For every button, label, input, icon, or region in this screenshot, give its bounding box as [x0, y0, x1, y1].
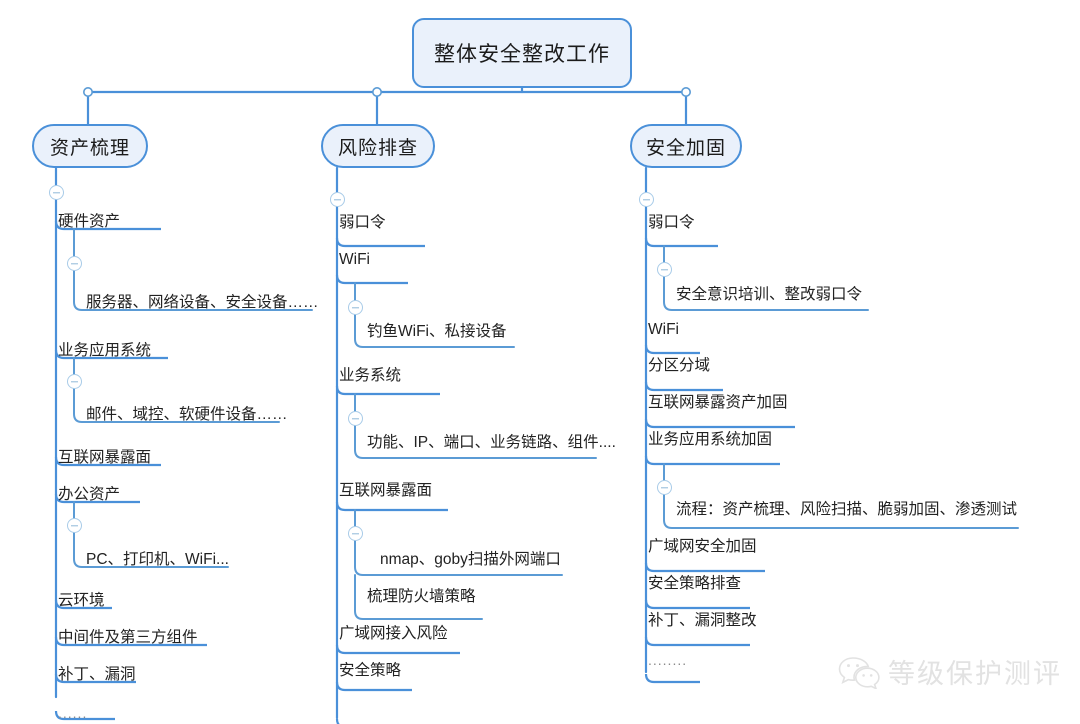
leaf-label: 补丁、漏洞整改 — [648, 612, 757, 629]
leaf-label: 广域网接入风险 — [339, 625, 448, 642]
collapse-toggle-risk-root[interactable] — [330, 192, 345, 207]
list-item[interactable]: 服务器、网络设备、安全设备…… — [86, 295, 319, 311]
collapse-toggle-asset-root[interactable] — [49, 185, 64, 200]
list-item[interactable]: 钓鱼WiFi、私接设备 — [367, 324, 507, 340]
list-item[interactable]: 弱口令 — [339, 215, 386, 231]
list-item[interactable]: 补丁、漏洞整改 — [648, 613, 757, 629]
branch-node-harden[interactable]: 安全加固 — [630, 124, 742, 168]
collapse-toggle-harden-root[interactable] — [639, 192, 654, 207]
leaf-label: PC、打印机、WiFi... — [86, 551, 229, 568]
leaf-label: 弱口令 — [648, 214, 695, 231]
list-item[interactable]: 广域网安全加固 — [648, 539, 757, 555]
leaf-label: ........ — [648, 652, 688, 668]
list-item[interactable]: 安全策略 — [339, 663, 401, 679]
wechat-icon — [838, 655, 880, 689]
root-node-label: 整体安全整改工作 — [434, 43, 610, 66]
collapse-toggle-risk-wifi[interactable] — [348, 300, 363, 315]
list-item[interactable]: nmap、goby扫描外网端口 — [380, 552, 561, 568]
leaf-label: ...... — [339, 713, 369, 724]
leaf-label: ...... — [58, 705, 88, 721]
list-item[interactable]: 互联网暴露资产加固 — [648, 395, 788, 411]
list-item[interactable]: 广域网接入风险 — [339, 626, 448, 642]
collapse-toggle-asset-office[interactable] — [67, 518, 82, 533]
collapse-toggle-asset-business[interactable] — [67, 374, 82, 389]
list-item[interactable]: 功能、IP、端口、业务链路、组件.... — [367, 435, 616, 451]
leaf-label: nmap、goby扫描外网端口 — [380, 551, 561, 568]
list-item-ellipsis[interactable]: ...... — [58, 706, 87, 720]
list-item[interactable]: 硬件资产 — [58, 214, 120, 230]
list-item[interactable]: 业务系统 — [339, 368, 401, 384]
list-item[interactable]: 补丁、漏洞 — [58, 667, 136, 683]
collapse-toggle-asset-hardware[interactable] — [67, 256, 82, 271]
branch-node-risk[interactable]: 风险排查 — [321, 124, 435, 168]
list-item[interactable]: 流程：资产梳理、风险扫描、脆弱加固、渗透测试 — [676, 502, 1017, 518]
list-item[interactable]: 办公资产 — [58, 487, 120, 503]
leaf-label: 流程：资产梳理、风险扫描、脆弱加固、渗透测试 — [676, 501, 1018, 518]
collapse-toggle-harden-appsys[interactable] — [657, 480, 672, 495]
list-item[interactable]: WiFi — [648, 322, 679, 338]
leaf-label: 互联网暴露资产加固 — [648, 394, 788, 411]
list-item[interactable]: 弱口令 — [648, 215, 695, 231]
leaf-label: 业务应用系统加固 — [648, 431, 773, 448]
leaf-label: 安全意识培训、整改弱口令 — [676, 286, 863, 303]
list-item[interactable]: 分区分域 — [648, 358, 710, 374]
list-item[interactable]: 云环境 — [58, 593, 105, 609]
branch-node-harden-label: 安全加固 — [645, 137, 726, 159]
leaf-label: 互联网暴露面 — [339, 482, 433, 499]
leaf-label: 中间件及第三方组件 — [58, 629, 198, 646]
watermark: 等级保护测评 — [838, 652, 1062, 691]
watermark-label: 等级保护测评 — [888, 659, 1062, 689]
branch-node-risk-label: 风险排查 — [337, 137, 418, 159]
leaf-label: 梳理防火墙策略 — [367, 588, 476, 605]
leaf-label: WiFi — [648, 321, 679, 338]
list-item[interactable]: 梳理防火墙策略 — [367, 589, 476, 605]
list-item[interactable]: 业务应用系统 — [58, 343, 151, 359]
leaf-label: 分区分域 — [648, 357, 711, 374]
root-node[interactable]: 整体安全整改工作 — [412, 18, 632, 88]
list-item[interactable]: 业务应用系统加固 — [648, 432, 772, 448]
list-item[interactable]: 安全策略排查 — [648, 576, 741, 592]
list-item[interactable]: PC、打印机、WiFi... — [86, 552, 229, 568]
list-item[interactable]: 邮件、域控、软硬件设备…… — [86, 407, 288, 423]
leaf-label: 办公资产 — [58, 486, 121, 503]
leaf-label: 邮件、域控、软硬件设备…… — [86, 406, 288, 423]
list-item[interactable]: WiFi — [339, 252, 370, 268]
leaf-label: 互联网暴露面 — [58, 449, 152, 466]
list-item[interactable]: 互联网暴露面 — [58, 450, 151, 466]
list-item[interactable]: 安全意识培训、整改弱口令 — [676, 287, 862, 303]
list-item[interactable]: 中间件及第三方组件 — [58, 630, 198, 646]
leaf-label: 补丁、漏洞 — [58, 666, 136, 683]
leaf-label: 功能、IP、端口、业务链路、组件.... — [367, 434, 616, 451]
collapse-toggle-harden-weakpw[interactable] — [657, 262, 672, 277]
leaf-label: 弱口令 — [339, 214, 386, 231]
leaf-label: 硬件资产 — [58, 213, 121, 230]
leaf-label: WiFi — [339, 251, 370, 268]
leaf-label: 安全策略排查 — [648, 575, 742, 592]
leaf-label: 安全策略 — [339, 662, 402, 679]
branch-node-asset-label: 资产梳理 — [49, 137, 130, 159]
branch-node-asset[interactable]: 资产梳理 — [32, 124, 148, 168]
collapse-toggle-risk-exposure[interactable] — [348, 526, 363, 541]
leaf-label: 业务系统 — [339, 367, 402, 384]
list-item[interactable]: 互联网暴露面 — [339, 483, 432, 499]
leaf-label: 钓鱼WiFi、私接设备 — [367, 323, 507, 340]
leaf-label: 服务器、网络设备、安全设备…… — [86, 294, 319, 311]
leaf-label: 云环境 — [58, 592, 105, 609]
collapse-toggle-risk-system[interactable] — [348, 411, 363, 426]
list-item-ellipsis[interactable]: ........ — [648, 653, 687, 667]
leaf-label: 广域网安全加固 — [648, 538, 757, 555]
list-item-ellipsis[interactable]: ...... — [339, 714, 368, 724]
leaf-label: 业务应用系统 — [58, 342, 152, 359]
